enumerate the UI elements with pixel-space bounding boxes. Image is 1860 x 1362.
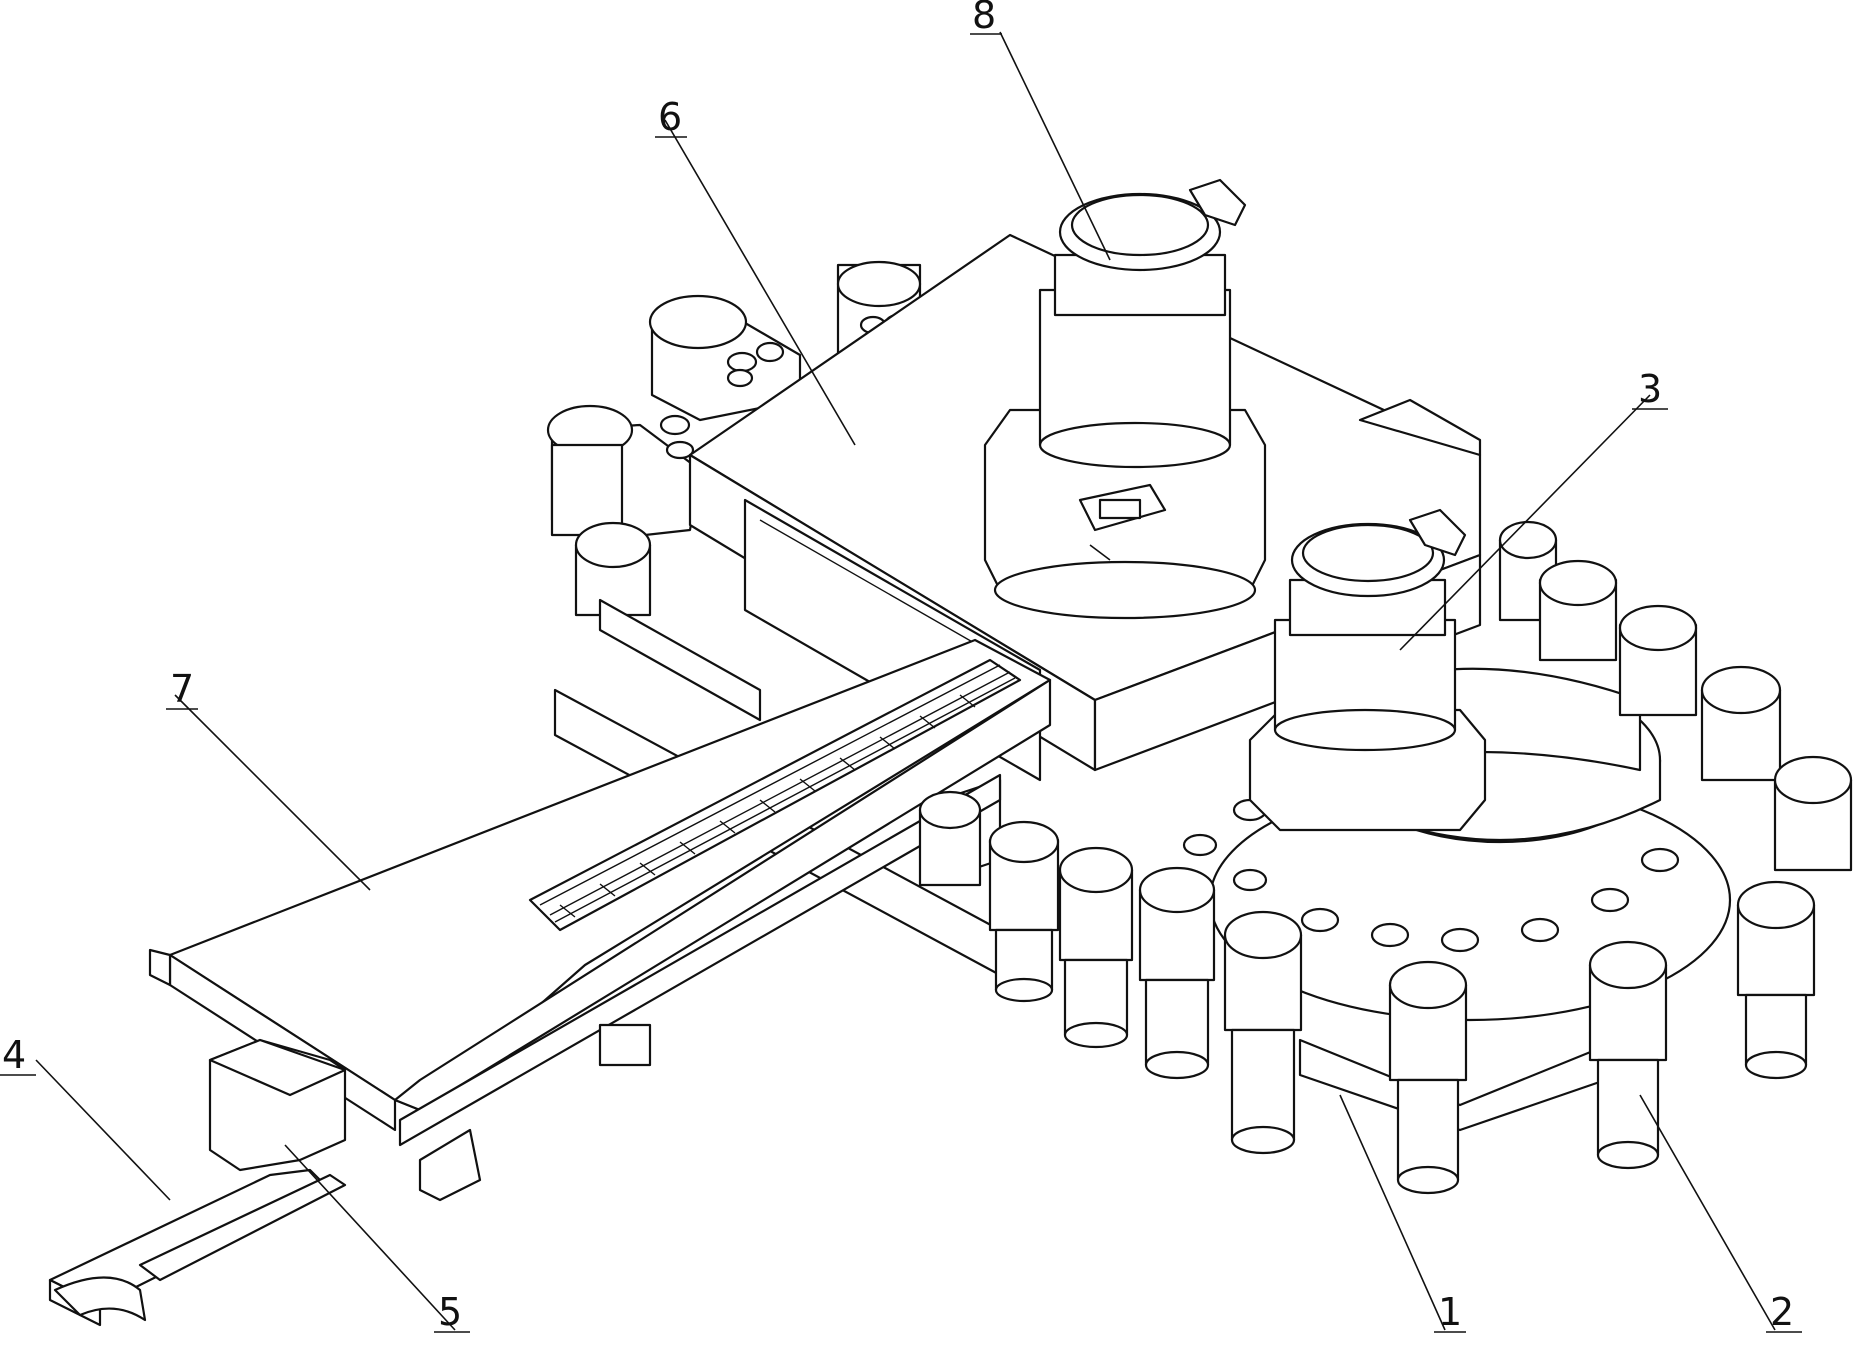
callout-5: 5 (434, 1290, 470, 1334)
callout-1: 1 (1434, 1290, 1466, 1334)
clamp-unit-right-4 (1700, 665, 1782, 782)
leader-7 (174, 694, 371, 891)
clamp-unit-front-3 (1058, 846, 1134, 1049)
clamp-unit-left-2 (648, 294, 802, 422)
motor-y-axis (983, 178, 1267, 620)
gripper-assembly (48, 1038, 482, 1327)
callout-4: 4 (0, 1033, 36, 1077)
callout-7: 7 (166, 667, 198, 711)
svg-text:5: 5 (438, 1290, 462, 1334)
leader-4 (35, 1059, 171, 1201)
right-clamp-units (918, 520, 1853, 1195)
clamp-unit-left-3 (546, 404, 702, 542)
leader-3 (1399, 394, 1651, 651)
leader-1 (1339, 1094, 1446, 1331)
svg-text:7: 7 (170, 667, 194, 711)
leader-6 (664, 119, 856, 446)
svg-text:6: 6 (658, 95, 682, 139)
left-clamp-units (546, 260, 922, 617)
clamp-unit-right-3 (1618, 604, 1698, 717)
clamp-unit-front-2 (1138, 866, 1216, 1080)
callout-3: 3 (1632, 367, 1668, 411)
svg-text:1: 1 (1438, 1290, 1462, 1334)
clamp-unit-right-2 (1538, 559, 1618, 662)
clamp-unit-right-7 (1588, 940, 1668, 1170)
callout-leaders (35, 31, 1776, 1331)
callout-8: 8 (970, 0, 1002, 37)
gear-rack (528, 658, 1022, 932)
svg-text:4: 4 (2, 1033, 26, 1077)
clamp-unit-right-8 (1388, 960, 1468, 1195)
clamp-unit-right-5 (1773, 755, 1853, 872)
motor-turntable (1248, 508, 1487, 832)
svg-text:3: 3 (1638, 367, 1662, 411)
clamp-unit-front-1 (1223, 910, 1303, 1155)
svg-text:2: 2 (1770, 1290, 1794, 1334)
leader-8 (999, 31, 1111, 261)
clamp-unit-right-6 (1736, 880, 1816, 1080)
svg-text:8: 8 (972, 0, 996, 37)
leader-2 (1639, 1094, 1776, 1331)
clamp-unit-front-5 (918, 790, 982, 887)
clamp-unit-left-4 (574, 521, 652, 617)
clamp-unit-front-4 (988, 820, 1060, 1003)
x-axis-beam (148, 638, 1052, 1147)
leader-5 (284, 1144, 456, 1331)
callout-6: 6 (655, 95, 687, 139)
callout-2: 2 (1766, 1290, 1802, 1334)
callout-labels: 8 6 3 7 4 5 1 2 (0, 0, 1802, 1334)
